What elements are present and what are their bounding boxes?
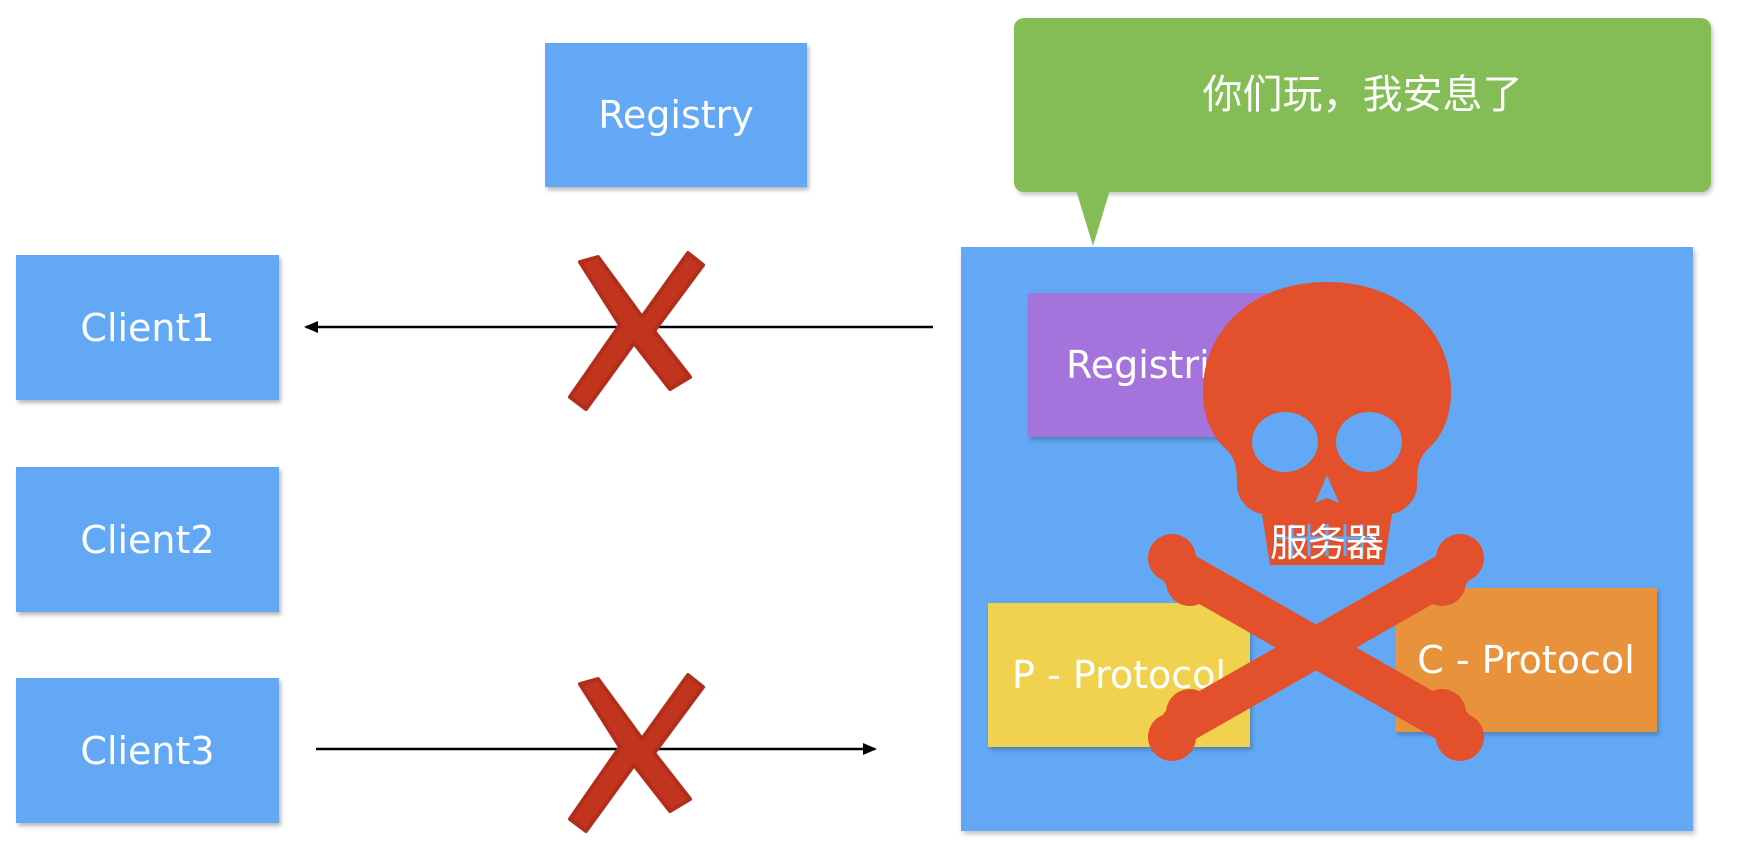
speech-bubble-text: 你们玩，我安息了	[1202, 72, 1523, 118]
client2-box: Client2	[16, 467, 279, 612]
client1-label: Client1	[80, 305, 215, 350]
speech-bubble: 你们玩，我安息了	[1014, 18, 1711, 192]
client3-label: Client3	[80, 728, 215, 773]
client2-label: Client2	[80, 517, 215, 562]
p-protocol-label: P - Protocol	[1012, 653, 1226, 697]
server-registry-box: Registri	[1028, 293, 1290, 437]
cross-mark-icon	[568, 251, 705, 411]
p-protocol-box: P - Protocol	[988, 603, 1250, 747]
server-label: 服务器	[1269, 521, 1384, 565]
client3-box: Client3	[16, 678, 279, 823]
speech-bubble-tail	[1076, 190, 1110, 246]
registry-box: Registry	[545, 43, 807, 187]
registry-label: Registry	[598, 93, 754, 137]
cross-mark-icon	[568, 673, 705, 833]
c-protocol-box: C - Protocol	[1395, 588, 1657, 732]
c-protocol-label: C - Protocol	[1417, 638, 1635, 682]
client1-box: Client1	[16, 255, 279, 400]
server-registry-label: Registri	[1066, 343, 1210, 387]
